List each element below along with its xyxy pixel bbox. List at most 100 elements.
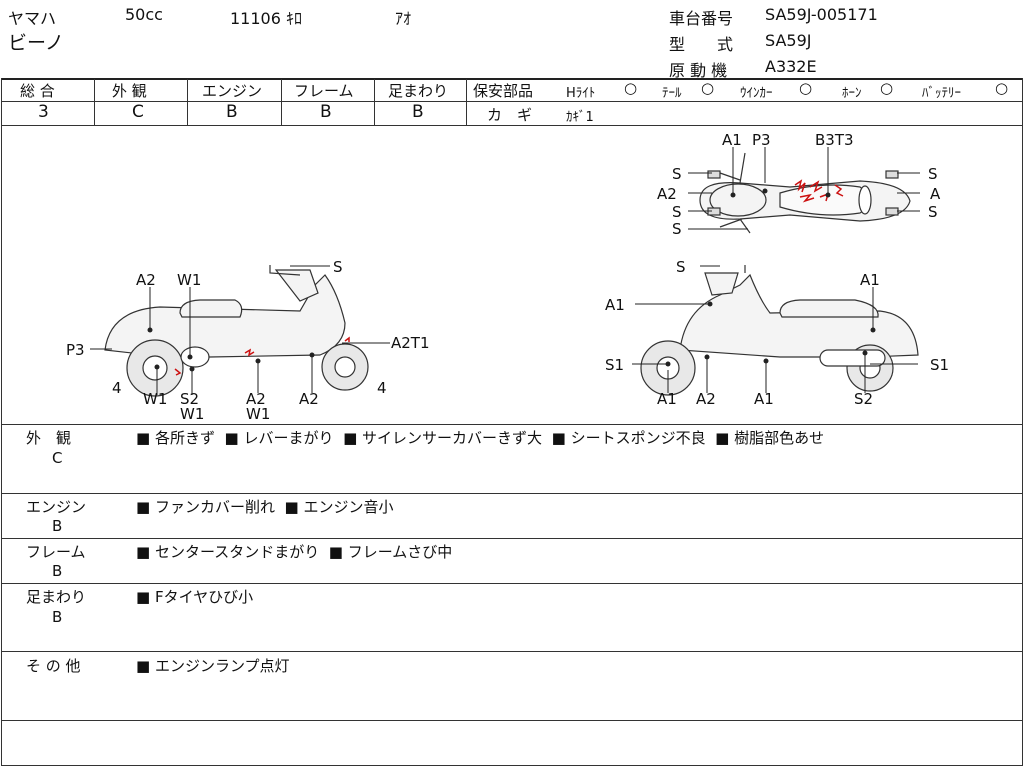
grade-header-total: 総 合 — [20, 82, 55, 100]
grade-col-divider — [187, 79, 188, 125]
diag-label: S1 — [930, 356, 949, 374]
damage-marks — [174, 179, 844, 376]
remark-items: ■ Fタイヤひび小 — [136, 586, 253, 607]
grade-engine: B — [226, 102, 238, 122]
remark-category: 外 観 — [26, 429, 72, 447]
diag-label: S — [672, 203, 682, 221]
safety-mark: ○ — [624, 79, 638, 97]
remarks-divider — [2, 720, 1022, 721]
right-side-bike — [640, 265, 919, 396]
remarks-divider — [2, 493, 1022, 494]
safety-item-tail: ﾃｰﾙ — [662, 86, 682, 101]
bullet-icon: ■ — [136, 657, 151, 675]
remark-items: ■ 各所きず ■ レバーまがり ■ サイレンサーカバーきず大 ■ シートスポンジ… — [136, 427, 824, 448]
grade-col-divider — [94, 79, 95, 125]
diag-label: S — [928, 203, 938, 221]
remark-item: シートスポンジ不良 — [570, 429, 706, 447]
diag-label: S — [333, 258, 343, 276]
grade-suspension: B — [412, 102, 424, 122]
diag-label: W1 — [177, 271, 201, 289]
safety-title: 保安部品 — [473, 82, 534, 100]
remark-item: サイレンサーカバーきず大 — [362, 429, 543, 447]
left-side-bike — [104, 265, 369, 397]
diag-label: A1 — [722, 131, 742, 149]
grade-col-divider — [281, 79, 282, 125]
displacement: 50cc — [125, 5, 163, 24]
safety-mark: ○ — [799, 79, 813, 97]
mileage: 11106 ｷﾛ — [230, 9, 302, 28]
grade-header-suspension: 足まわり — [388, 82, 449, 100]
safety-mark: ○ — [995, 79, 1009, 97]
model-name: ビーノ — [8, 32, 64, 54]
bullet-icon: ■ — [136, 588, 151, 606]
engine-label: 原 動 機 — [669, 61, 728, 80]
grade-header-exterior: 外 観 — [112, 82, 147, 100]
chassis-label: 車台番号 — [669, 9, 734, 28]
diag-label: 4 — [377, 379, 387, 397]
grade-total: 3 — [38, 102, 49, 122]
grade-exterior: C — [132, 102, 144, 122]
diag-label: P3 — [752, 131, 771, 149]
safety-item-headlight: Hﾗｲﾄ — [566, 86, 596, 101]
safety-mark: ○ — [880, 79, 894, 97]
remark-item: ファンカバー削れ — [154, 498, 275, 516]
body-color: ｱｵ — [395, 9, 412, 28]
diag-label: W1 — [246, 405, 270, 423]
diag-label: A1 — [754, 390, 774, 408]
bullet-icon: ■ — [710, 429, 730, 447]
diag-label: B3T3 — [815, 131, 854, 149]
diag-label: S — [676, 258, 686, 276]
diag-label: A2 — [299, 390, 319, 408]
diag-label: S — [672, 165, 682, 183]
key-label: カ ギ — [487, 106, 533, 124]
remark-category: エンジン — [26, 498, 87, 516]
grade-col-divider — [466, 79, 467, 125]
grade-col-divider — [374, 79, 375, 125]
diag-label: S2 — [854, 390, 873, 408]
remark-grade: B — [52, 562, 63, 580]
diag-label: S1 — [605, 356, 624, 374]
safety-mark: ○ — [701, 79, 715, 97]
chassis-value: SA59J-005171 — [765, 5, 878, 24]
remark-item: フレームさび中 — [347, 543, 453, 561]
safety-divider — [468, 101, 1022, 102]
diag-label: W1 — [143, 390, 167, 408]
maker: ヤマハ — [8, 9, 57, 28]
remark-category: フレーム — [26, 543, 86, 561]
grade-header-engine: エンジン — [202, 82, 263, 100]
remark-item: エンジンランプ点灯 — [154, 657, 290, 675]
remark-grade: B — [52, 517, 63, 535]
diag-label: A1 — [860, 271, 880, 289]
diag-label: S — [928, 165, 938, 183]
diag-label: A — [930, 185, 941, 203]
remark-grade: B — [52, 608, 63, 626]
grade-frame: B — [320, 102, 332, 122]
grade-table-bottom-border — [2, 125, 1022, 126]
diag-label: A2 — [696, 390, 716, 408]
remark-item: エンジン音小 — [303, 498, 394, 516]
diag-label: S2 — [180, 390, 199, 408]
type-value: SA59J — [765, 31, 812, 50]
grade-table-top-border — [2, 78, 1022, 80]
diag-label: S — [672, 220, 682, 238]
remark-category: そ の 他 — [26, 657, 81, 675]
remark-grade: C — [52, 449, 63, 467]
safety-item-battery: ﾊﾞｯﾃﾘｰ — [922, 86, 961, 101]
remark-items: ■ センタースタンドまがり ■ フレームさび中 — [136, 541, 452, 562]
remark-items: ■ エンジンランプ点灯 — [136, 655, 290, 676]
safety-item-horn: ﾎｰﾝ — [842, 86, 862, 101]
diag-label: W1 — [180, 405, 204, 423]
remark-item: 各所きず — [154, 429, 215, 447]
diag-label: A2T1 — [391, 334, 430, 352]
damage-diagram: A1 P3 B3T3 S S A2 A S S S S A2 W1 P3 A2T… — [66, 131, 949, 423]
bullet-icon: ■ — [136, 498, 151, 516]
remarks-divider — [2, 651, 1022, 652]
type-label: 型 式 — [669, 35, 734, 54]
remarks-top-border — [2, 424, 1022, 425]
remark-item: レバーまがり — [243, 429, 334, 447]
diag-label: A2 — [136, 271, 156, 289]
diag-label: A2 — [246, 390, 266, 408]
remark-category: 足まわり — [26, 588, 87, 606]
remark-item: Fタイヤひび小 — [154, 588, 254, 606]
bullet-icon: ■ — [136, 429, 151, 447]
